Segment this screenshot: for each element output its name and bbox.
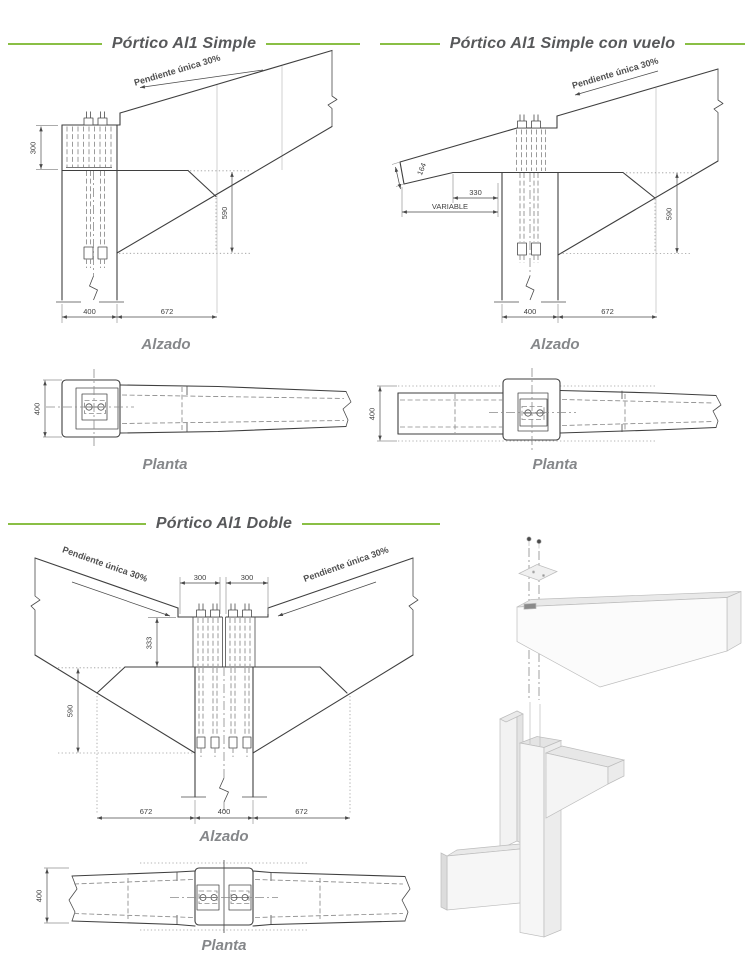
slope-label: Pendiente única 30% [571, 56, 660, 91]
lower-beam-end [440, 852, 448, 911]
simple-elevation-drawing: Pendiente única 30% 300 590 400 672 Alza… [29, 49, 338, 353]
section-title-text: Pórtico Al1 Simple con vuelo [449, 35, 676, 52]
column-front [519, 742, 545, 938]
corbel-end [607, 759, 625, 785]
view-label-elevation: Alzado [140, 336, 190, 353]
isometric-3d-view [440, 536, 742, 938]
dim-label: 590 [66, 705, 75, 718]
title-rule-right [302, 523, 441, 525]
view-label-elevation: Alzado [198, 828, 248, 845]
view-label-plan: Planta [201, 937, 246, 954]
dim-label: 672 [601, 307, 614, 316]
wall-panel [499, 710, 518, 850]
dim-label: 300 [194, 573, 207, 582]
beam-front [516, 597, 728, 688]
dim-label: 330 [469, 188, 482, 197]
dim-label: 400 [33, 403, 42, 416]
section-title-simple-con-vuelo: Pórtico Al1 Simple con vuelo [380, 34, 745, 54]
title-rule-left [380, 43, 440, 45]
section-title-text: Pórtico Al1 Doble [155, 515, 293, 532]
nut [536, 538, 542, 545]
title-rule-left [8, 43, 102, 45]
plate-hole [542, 574, 545, 577]
beam-end [726, 590, 742, 652]
title-rule-right [266, 43, 360, 45]
dim-label: 300 [29, 142, 38, 155]
simple-plan-drawing: 400 Planta [33, 369, 352, 473]
view-label-elevation: Alzado [529, 336, 579, 353]
plate-hole [532, 570, 535, 574]
vuelo-plan-drawing: 400 Planta [368, 368, 722, 473]
vuelo-elevation-drawing: Pendiente única 30% 164 330 VARIABLE 590… [391, 56, 724, 353]
nut [526, 536, 532, 542]
dim-label: VARIABLE [432, 202, 468, 211]
section-title-simple: Pórtico Al1 Simple [8, 34, 360, 54]
dim-label: 400 [218, 807, 231, 816]
dim-label: 672 [140, 807, 153, 816]
washer-plate [518, 564, 558, 581]
dim-label: 400 [368, 408, 377, 421]
dim-label: 300 [241, 573, 254, 582]
doble-plan-drawing: 400 Planta [35, 860, 411, 954]
dim-label: 672 [161, 307, 174, 316]
dim-label: 164 [415, 162, 428, 177]
dim-label: 590 [220, 207, 229, 220]
view-label-plan: Planta [142, 456, 187, 473]
slope-label: Pendiente única 30% [61, 545, 149, 584]
wall-panel-top [499, 710, 524, 723]
dim-label: 333 [145, 637, 154, 650]
slope-label: Pendiente única 30% [302, 545, 390, 584]
dim-label: 400 [35, 890, 44, 903]
title-rule-left [8, 523, 146, 525]
section-title-doble: Pórtico Al1 Doble [8, 514, 441, 534]
dim-label: 400 [524, 307, 537, 316]
dim-label: 400 [83, 307, 96, 316]
title-rule-right [685, 43, 745, 45]
beam-anchor-slot [523, 602, 537, 610]
dim-label: 590 [665, 208, 674, 221]
dim-label: 672 [295, 807, 308, 816]
doble-elevation-drawing: Pendiente única 30% Pendiente única 30% … [30, 545, 419, 845]
section-title-text: Pórtico Al1 Simple [111, 35, 257, 52]
view-label-plan: Planta [532, 456, 577, 473]
